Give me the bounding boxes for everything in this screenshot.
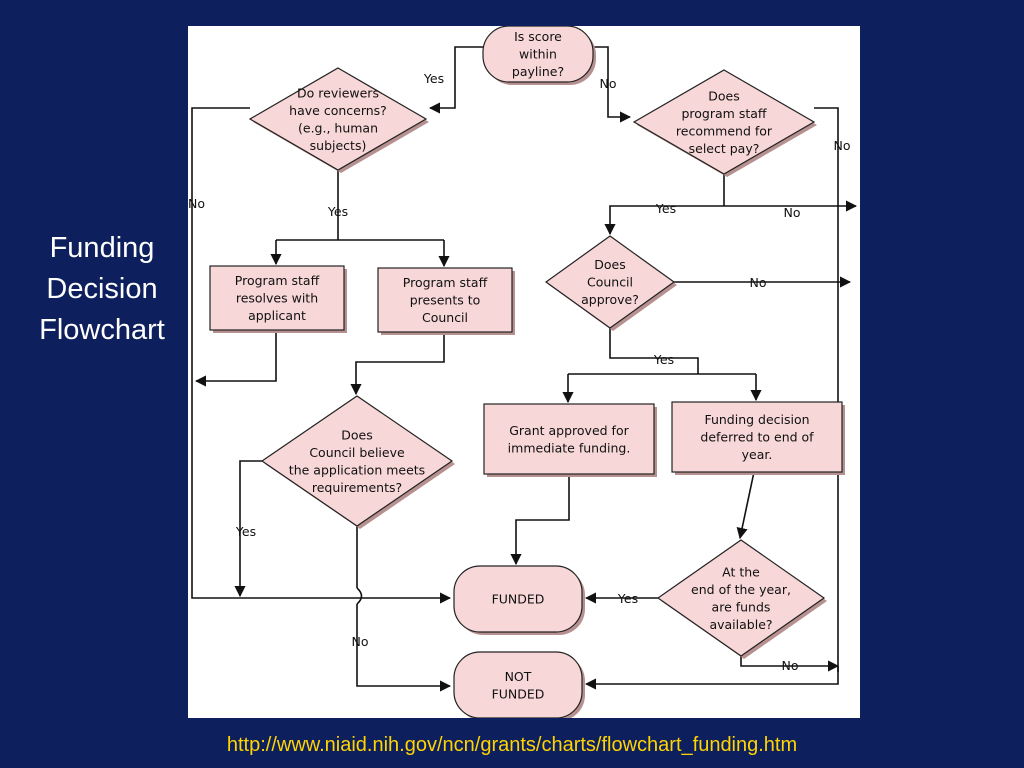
node-text-line: Funding decision: [704, 412, 809, 427]
node-text-line: resolves with: [236, 291, 318, 306]
staff-recommend-no-a-label: No: [834, 138, 851, 153]
funds-no-wire: [740, 656, 840, 672]
believe-no-wire-b: [356, 604, 452, 692]
reviewers-yes-label: Yes: [327, 204, 348, 219]
terminal-box: [453, 651, 583, 718]
not-funded-node: NOT FUNDED: [453, 651, 585, 718]
reviewers-no-label: No: [188, 196, 205, 211]
staff-recommend-node: Does program staff recommend for select pay…: [632, 69, 817, 177]
funded-node: FUNDED: [453, 565, 585, 635]
flowchart-nodes: Is score within payline? Do reviewers have c…: [209, 26, 845, 718]
decision-diamond: [632, 69, 816, 175]
node-text-line: FUNDED: [492, 592, 545, 607]
node-text-line: (e.g., human: [298, 120, 378, 135]
flowchart-panel: Is score within payline? Do reviewers have c…: [188, 26, 860, 718]
node-text-line: Council believe: [309, 445, 405, 460]
node-text-line: approve?: [581, 292, 639, 307]
funds-available-node: At the end of the year, are funds available…: [656, 539, 827, 659]
node-text-line: within: [519, 47, 557, 62]
node-text-line: year.: [742, 447, 773, 462]
node-text-line: Does: [594, 257, 625, 272]
node-text-line: NOT: [505, 669, 532, 684]
node-text-line: deferred to end of: [700, 430, 814, 445]
reviewers-no-wire: [191, 107, 452, 604]
score-yes-wire: [428, 46, 483, 114]
process-box: [483, 403, 655, 475]
decision-diamond: [248, 67, 428, 171]
slide-title: Funding Decision Flowchart: [22, 228, 182, 351]
node-text-line: are funds: [712, 599, 771, 614]
council-approve-yes-label: Yes: [653, 352, 674, 367]
node-text-line: recommend for: [676, 123, 773, 138]
recommend-right-wire: [814, 107, 839, 672]
node-text-line: immediate funding.: [508, 440, 631, 455]
staff-recommend-no-b-label: No: [784, 205, 801, 220]
source-url-link[interactable]: http://www.niaid.nih.gov/ncn/grants/char…: [226, 734, 798, 756]
node-text-line: select pay?: [689, 141, 760, 156]
approve-down-wire: [609, 328, 699, 374]
score-no-label: No: [600, 76, 617, 91]
score-yes-label: Yes: [423, 71, 444, 86]
node-text-line: program staff: [681, 106, 766, 121]
grant-approved-node: Grant approved for immediate funding.: [483, 403, 657, 477]
score-no-wire: [593, 46, 632, 123]
node-text-line: available?: [709, 617, 772, 632]
node-text-line: At the: [722, 564, 760, 579]
council-believe-yes-label: Yes: [235, 524, 256, 539]
staff-recommend-yes-label: Yes: [655, 201, 676, 216]
line-hop: [356, 587, 363, 605]
node-text-line: have concerns?: [289, 103, 387, 118]
decision-diamond: [656, 539, 826, 657]
slide-title-line-3: Flowchart: [39, 314, 165, 346]
node-text-line: presents to: [410, 293, 481, 308]
decision-diamond: [544, 235, 676, 329]
node-text-line: applicant: [248, 308, 306, 323]
node-text-line: end of the year,: [691, 582, 791, 597]
node-text-line: Does: [341, 427, 372, 442]
process-box: [209, 265, 345, 331]
resolves-out-wire: [194, 330, 277, 387]
presents-out-wire: [350, 332, 445, 396]
grant-to-funded-wire: [510, 474, 570, 566]
funds-yes-label: Yes: [617, 591, 638, 606]
process-box: [671, 401, 843, 473]
flowchart-diagram: Is score within payline? Do reviewers have c…: [188, 26, 858, 718]
funds-no-label: No: [782, 658, 799, 673]
node-text-line: payline?: [512, 64, 564, 79]
node-text-line: Is score: [514, 29, 562, 44]
staff-resolves-node: Program staff resolves with applicant: [209, 265, 347, 333]
staff-presents-node: Program staff presents to Council: [377, 267, 515, 335]
council-approve-no-label: No: [750, 275, 767, 290]
terminal-box: [482, 26, 594, 83]
believe-yes-wire: [234, 460, 262, 598]
slide-title-line-1: Funding: [49, 232, 155, 264]
deferred-node: Funding decision deferred to end of year.: [671, 401, 845, 475]
recommend-yes-wire: [604, 205, 724, 236]
score-node: Is score within payline?: [482, 26, 596, 85]
node-text-line: subjects): [310, 138, 367, 153]
node-text-line: Program staff: [403, 275, 488, 290]
to-not-funded-wire: [584, 666, 839, 690]
deferred-to-funds-wire: [736, 471, 755, 540]
slide-title-line-2: Decision: [46, 273, 158, 305]
terminal-box: [453, 565, 583, 633]
node-text-line: Council: [587, 275, 633, 290]
node-text-line: requirements?: [312, 480, 402, 495]
process-box: [377, 267, 513, 333]
decision-diamond: [260, 395, 454, 527]
node-text-line: Program staff: [235, 273, 320, 288]
node-text-line: FUNDED: [492, 686, 545, 701]
node-text-line: Council: [422, 310, 468, 325]
node-text-line: Grant approved for: [509, 423, 629, 438]
node-text-line: Do reviewers: [297, 85, 379, 100]
council-believe-no-label: No: [352, 634, 369, 649]
node-text-line: Does: [708, 88, 739, 103]
node-text-line: the application meets: [289, 462, 425, 477]
reviewers-node: Do reviewers have concerns? (e.g., human su…: [248, 67, 429, 173]
connector-lines: [191, 46, 858, 692]
